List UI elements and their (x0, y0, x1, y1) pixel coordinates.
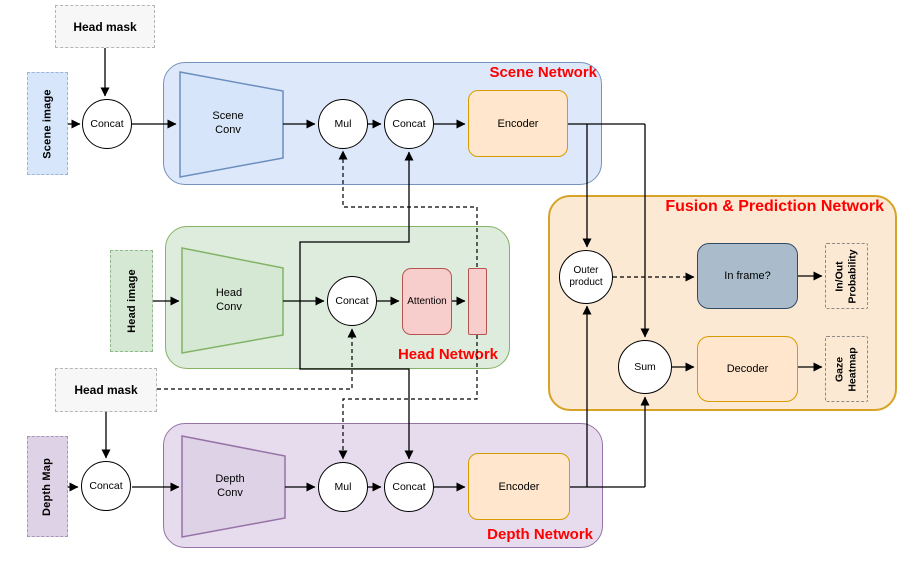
edge-head-features-to-depth-concat2 (299, 301, 414, 460)
head-concat-node: Concat (327, 276, 377, 326)
edge-headmask-to-head-concat (157, 328, 357, 390)
depth-conv-shape (181, 435, 286, 538)
depth-network-title: Depth Network (487, 526, 593, 543)
depth-map-input: Depth Map (27, 436, 68, 537)
scene-concat-node: Concat (384, 99, 434, 149)
gaze-heatmap-label: Gaze Heatmap (834, 346, 859, 392)
scene-image-input: Scene image (27, 72, 68, 175)
in-frame-node: In frame? (697, 243, 798, 309)
depth-map-label: Depth Map (41, 457, 54, 516)
gaze-heatmap-output: Gaze Heatmap (825, 336, 868, 402)
scene-mul-node: Mul (318, 99, 368, 149)
in-out-probability-label: In/Out Probability (834, 248, 859, 304)
attention-node: Attention (402, 268, 452, 335)
scene-input-concat-node: Concat (82, 99, 132, 149)
sum-node: Sum (618, 340, 672, 394)
head-conv-label: Head Conv (215, 287, 243, 313)
fusion-network-title: Fusion & Prediction Network (665, 198, 884, 215)
head-network-title: Head Network (397, 346, 498, 363)
edge-head-features-to-scene-concat2 (299, 151, 414, 301)
depth-input-concat-node: Concat (81, 461, 131, 511)
scene-image-label: Scene image (41, 88, 54, 159)
edge-attention-map-to-scene-mul (338, 150, 478, 267)
head-mask-top-input: Head mask (55, 5, 155, 48)
head-mask-bottom-label: Head mask (74, 383, 138, 397)
head-conv-shape (181, 247, 284, 354)
scene-conv-label: Scene Conv (212, 110, 244, 136)
in-out-probability-output: In/Out Probability (825, 243, 868, 309)
scene-network-title: Scene Network (489, 64, 597, 81)
head-image-label: Head image (125, 269, 138, 333)
scene-conv-shape (179, 71, 284, 178)
edge-attention-map-to-depth-mul (338, 335, 478, 460)
head-image-input: Head image (110, 250, 153, 352)
head-mask-top-label: Head mask (73, 19, 137, 34)
head-mask-bottom-input: Head mask (55, 368, 157, 412)
depth-concat-node: Concat (384, 462, 434, 512)
decoder-node: Decoder (697, 336, 798, 402)
depth-mul-node: Mul (318, 462, 368, 512)
outer-product-node: Outer product (559, 250, 613, 304)
depth-conv-label: Depth Conv (215, 473, 245, 499)
depth-encoder-node: Encoder (468, 453, 570, 520)
scene-encoder-node: Encoder (468, 90, 568, 157)
attention-map-bar (468, 268, 487, 335)
